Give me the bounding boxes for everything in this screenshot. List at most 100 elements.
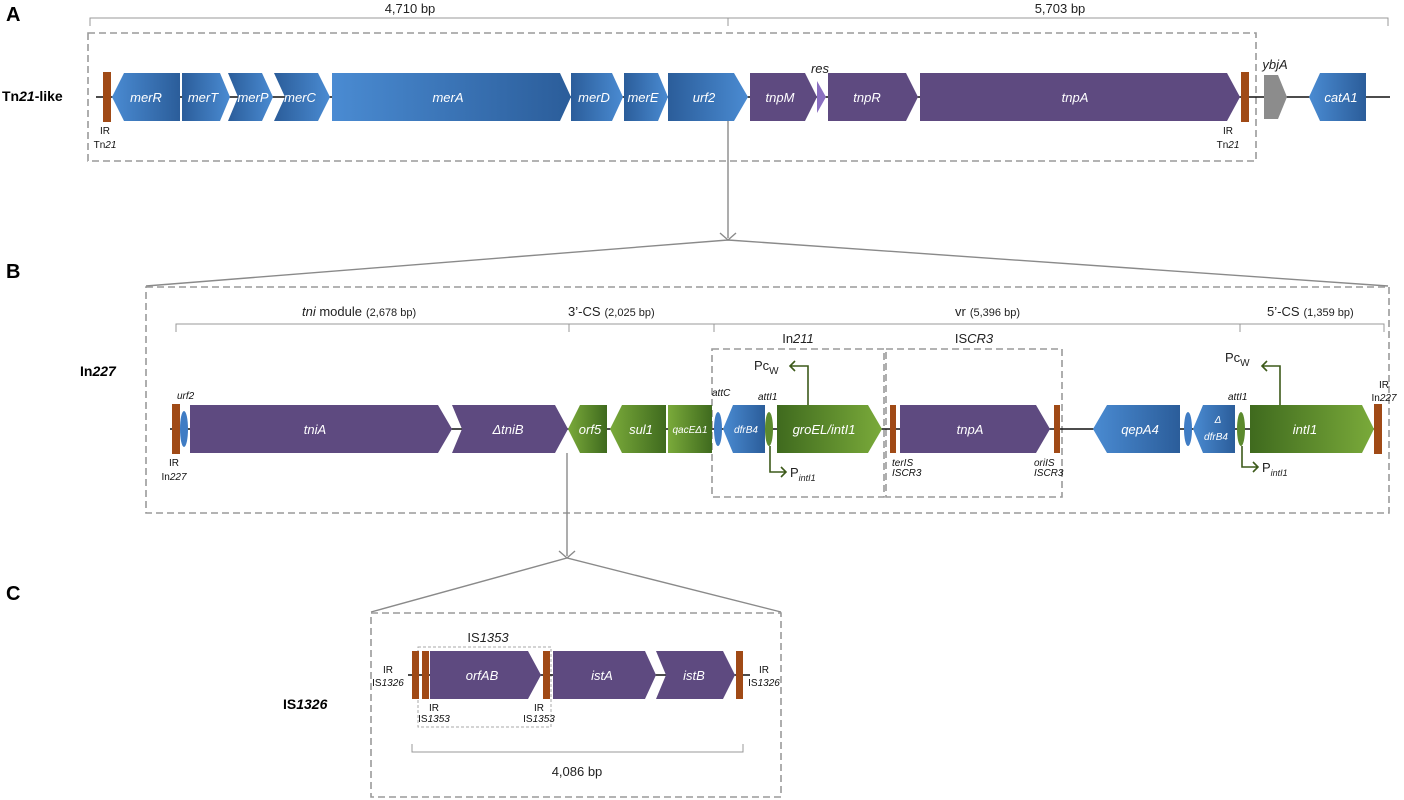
span-right-label: 5,703 bp [1035, 1, 1086, 16]
is1326-frame [370, 612, 782, 798]
promoter-pintl-b [1241, 446, 1260, 473]
ir-left-a-label2: Tn21 [94, 140, 117, 151]
label-attC: attC [712, 388, 731, 399]
ir-iscr3-right [1054, 405, 1060, 453]
label-tnpR: tnpR [853, 90, 880, 105]
gene-tnpR [828, 73, 918, 121]
label-urf2: urf2 [693, 90, 716, 105]
insertion-fan-a [145, 232, 1389, 287]
gene-tnpA-a [920, 73, 1240, 121]
gene-qacE [668, 405, 712, 453]
gene-tnpA-b [900, 405, 1050, 453]
ir-right-a [1241, 72, 1249, 122]
span-left-label: 4,710 bp [385, 1, 436, 16]
ir-inner-right-c-label1: IR [534, 703, 544, 714]
panel-label-b: B [6, 261, 20, 283]
label-merC: merC [284, 90, 316, 105]
gene-istA [553, 651, 656, 699]
ir-inner-left-c [422, 651, 429, 699]
ir-outer-left-c-label2: IS1326 [372, 678, 404, 689]
label-catA1: catA1 [1324, 90, 1357, 105]
ir-outer-right-c [736, 651, 743, 699]
gene-qepA4 [1093, 405, 1180, 453]
ir-right-b-label2: In227 [1371, 393, 1396, 404]
label-tniB: ΔtniB [491, 422, 523, 437]
tn21-row-label: Tn21-like [2, 88, 63, 104]
gene-intI1 [1250, 405, 1374, 453]
ir-inner-right-c [543, 651, 550, 699]
gene-urf2-b [180, 411, 188, 447]
gene-ybjA [1264, 75, 1287, 119]
ir-left-b-label2: In227 [161, 472, 186, 483]
label-intI1: intI1 [1293, 422, 1318, 437]
label-urf2-b: urf2 [177, 391, 195, 402]
gene-groEL-intI1 [777, 405, 882, 453]
module-3cs-label: 3’-CS(2,025 bp) [568, 304, 655, 319]
gene-orfAB [430, 651, 541, 699]
gene-tnpM [750, 73, 817, 121]
label-tnpM: tnpM [766, 90, 795, 105]
ir-outer-right-c-label2: IS1326 [748, 678, 780, 689]
gene-dfrB4-b [1193, 405, 1235, 453]
gene-merP [228, 73, 273, 121]
label-merE: merE [627, 90, 658, 105]
insertion-fan-b [370, 550, 782, 613]
site-attI1-a [765, 412, 773, 446]
ir-inner-right-c-label2: IS1353 [523, 714, 555, 725]
ir-left-a [103, 72, 111, 122]
is1326-row-label: IS1326 [283, 696, 328, 712]
label-tnpA-a: tnpA [1062, 90, 1089, 105]
pcw-a-label: PcW [754, 358, 779, 377]
ir-left-a-label1: IR [100, 126, 110, 137]
label-qacE: qacEΔ1 [672, 425, 707, 436]
label-oriIS-1: oriIS [1034, 458, 1055, 469]
label-res: res [811, 61, 830, 76]
promoter-pcw-b [1260, 360, 1281, 405]
gene-urf2 [668, 73, 748, 121]
in211-label: In211 [782, 331, 814, 346]
gene-tniA [190, 405, 452, 453]
label-orfAB: orfAB [466, 668, 499, 683]
label-istB: istB [683, 668, 705, 683]
label-tniA: tniA [304, 422, 326, 437]
label-merP: merP [237, 90, 268, 105]
label-attI1-b: attI1 [1228, 392, 1247, 403]
gene-sul1 [610, 405, 666, 453]
promoter-pintl-a [769, 446, 788, 478]
gene-istB [656, 651, 735, 699]
label-groEL-intI1: groEL/intI1 [793, 422, 856, 437]
gene-merD [571, 73, 623, 121]
label-delta-dfrB4-b-1: Δ [1214, 415, 1222, 426]
label-terIS-2: ISCR3 [892, 468, 922, 479]
label-ybjA: ybjA [1261, 57, 1287, 72]
module-5cs-label: 5’-CS(1,359 bp) [1267, 304, 1354, 319]
ir-left-b-label1: IR [169, 458, 179, 469]
ir-outer-right-c-label1: IR [759, 665, 769, 676]
label-sul1: sul1 [629, 422, 653, 437]
label-dfrB4-a: dfrB4 [734, 425, 758, 436]
gene-merR [112, 73, 180, 121]
ir-right-a-label1: IR [1223, 126, 1233, 137]
ir-left-b [172, 404, 180, 454]
pintl-a-label: PintI1 [790, 465, 816, 483]
module-vr-label: vr(5,396 bp) [955, 304, 1020, 319]
gene-catA1 [1309, 73, 1366, 121]
label-merD: merD [578, 90, 610, 105]
ir-inner-left-c-label1: IR [429, 703, 439, 714]
ir-outer-left-c [412, 651, 419, 699]
panel-label-a: A [6, 4, 20, 26]
gene-merT [182, 73, 230, 121]
label-orf5: orf5 [579, 422, 602, 437]
site-attI1-b [1237, 412, 1245, 446]
is1353-label: IS1353 [467, 630, 509, 645]
ir-inner-left-c-label2: IS1353 [418, 714, 450, 725]
in227-frame [145, 286, 1390, 514]
gene-tniB [452, 405, 568, 453]
site-blue-b [1184, 412, 1192, 446]
ir-outer-left-c-label1: IR [383, 665, 393, 676]
gene-dfrB4-a [723, 405, 765, 453]
span-bracket-a [89, 17, 1389, 26]
pcw-b-label: PcW [1225, 350, 1250, 369]
label-oriIS-2: ISCR3 [1034, 468, 1064, 479]
